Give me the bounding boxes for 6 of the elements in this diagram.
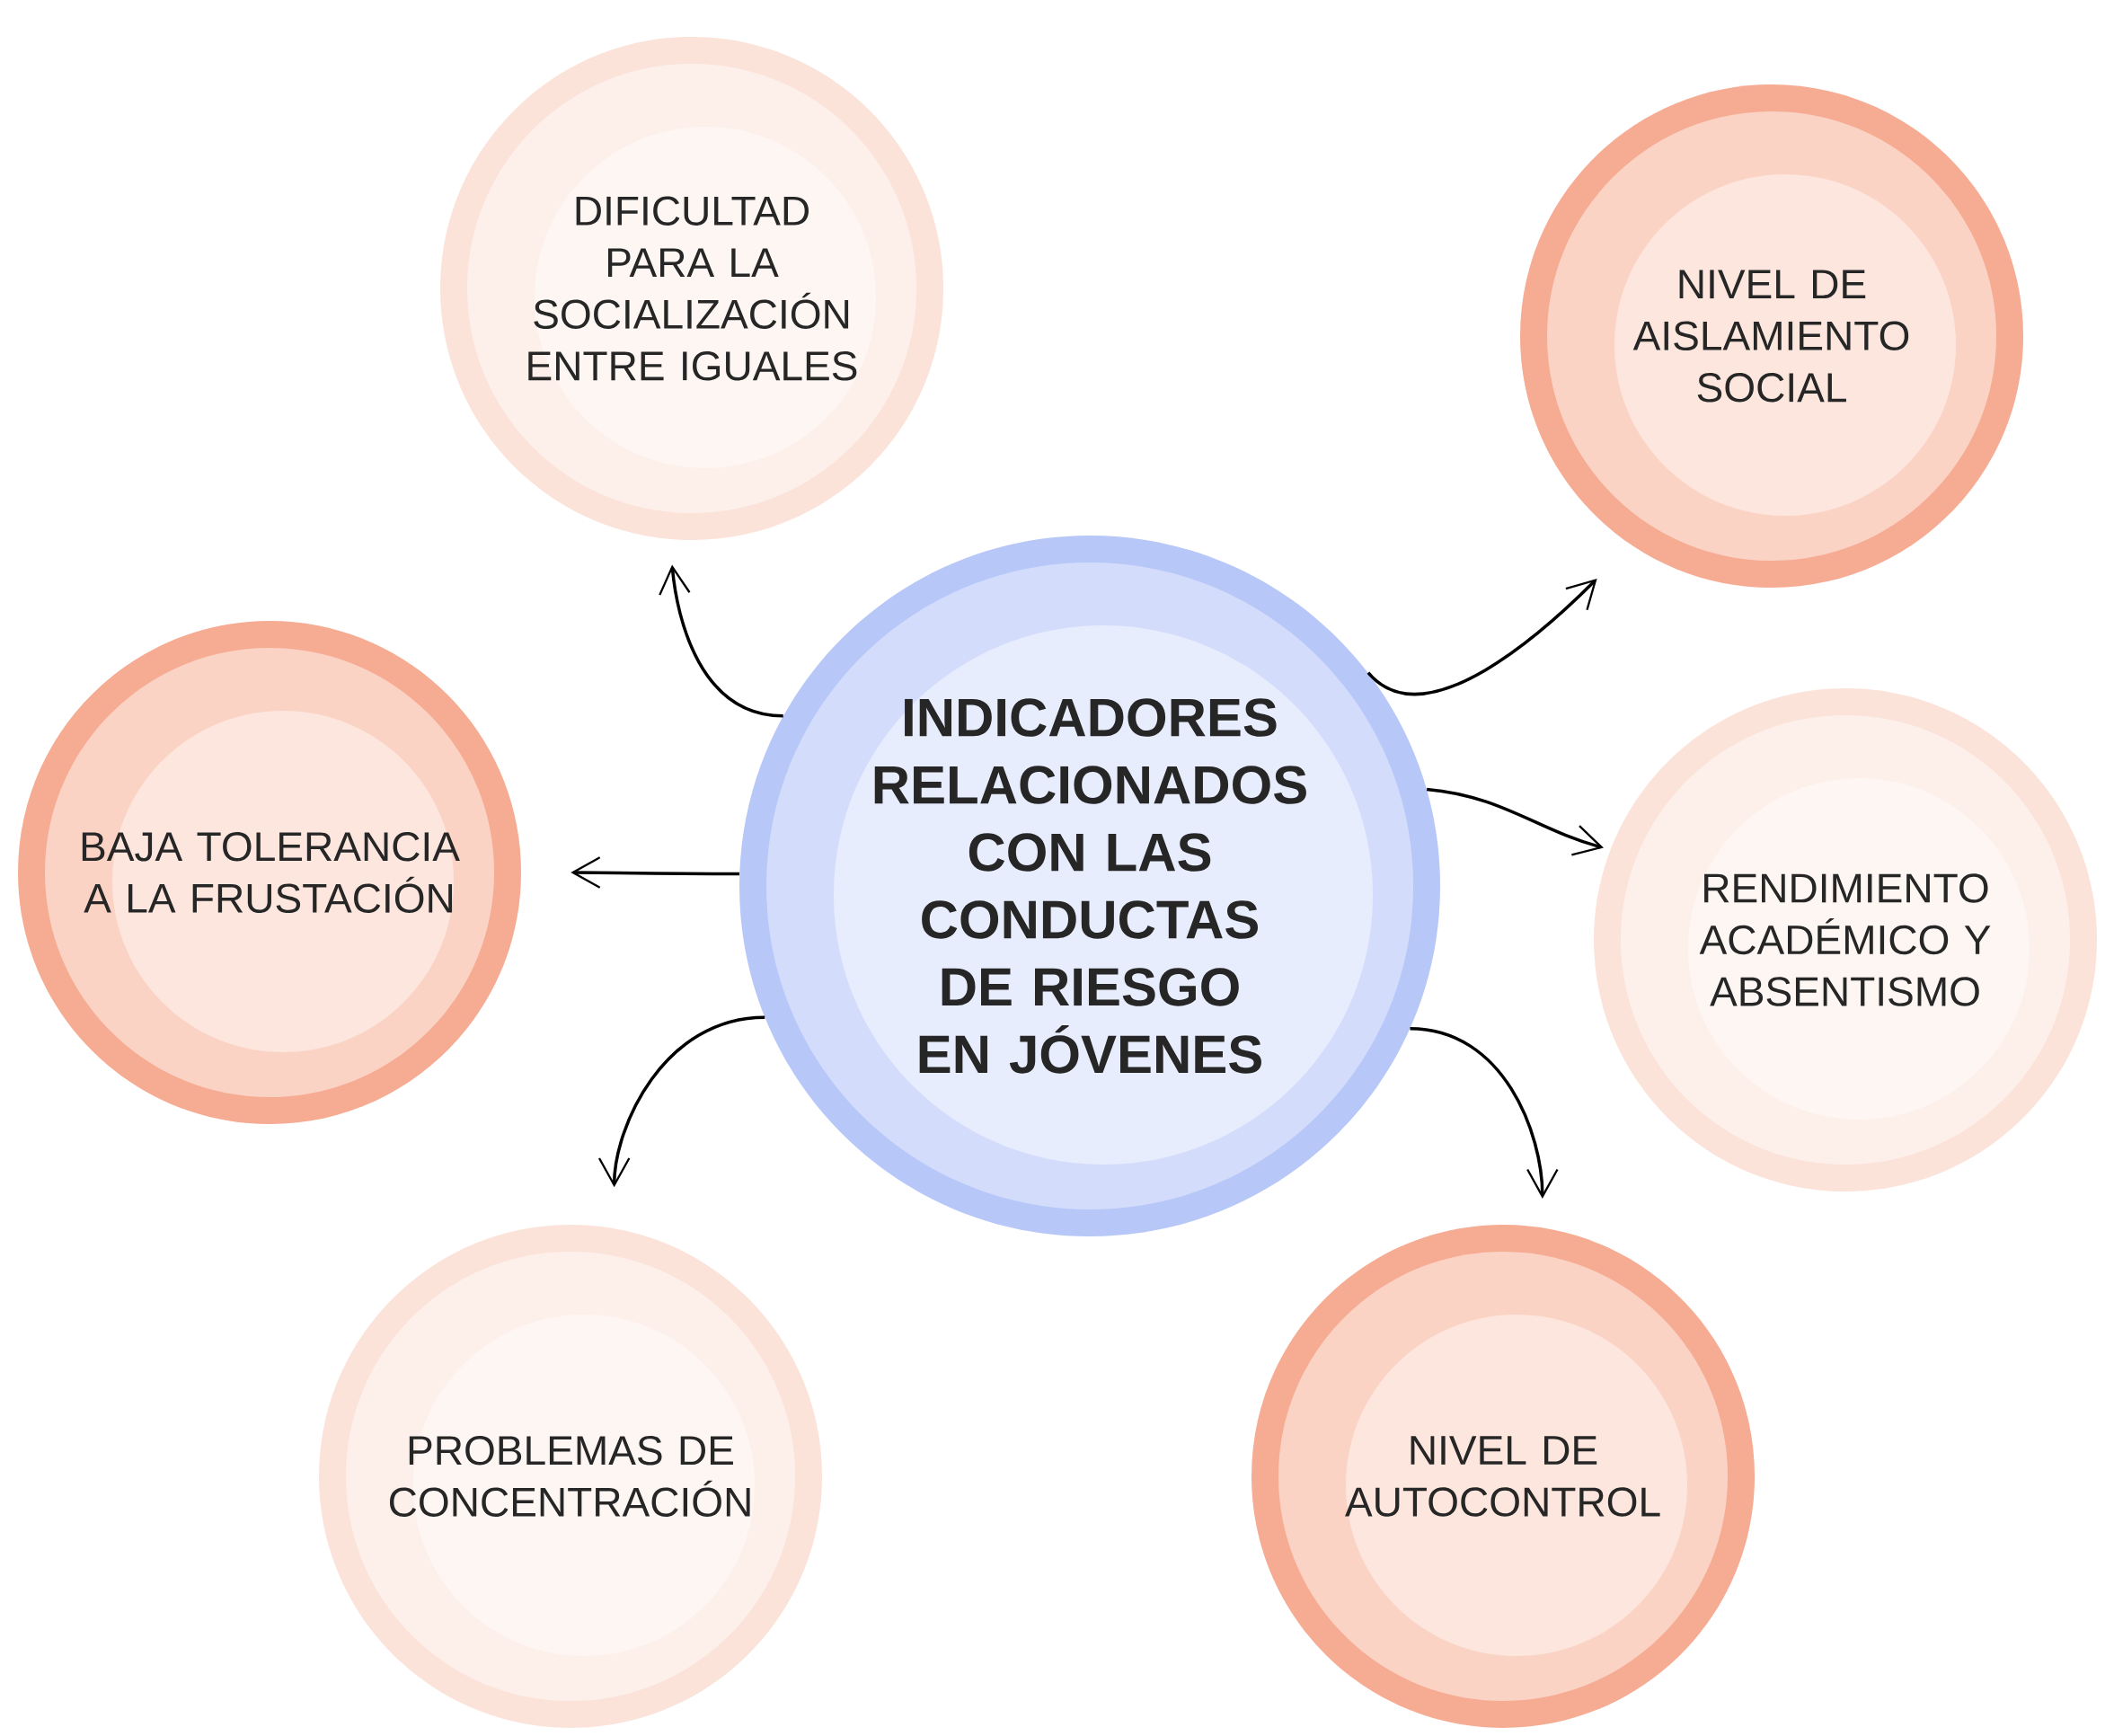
curved-arrow [1366,579,1597,695]
curved-arrow [597,1015,765,1188]
curved-arrow [1410,1026,1559,1199]
curved-arrow [1426,787,1604,856]
curved-arrow [570,856,740,889]
curved-arrow [659,564,783,718]
